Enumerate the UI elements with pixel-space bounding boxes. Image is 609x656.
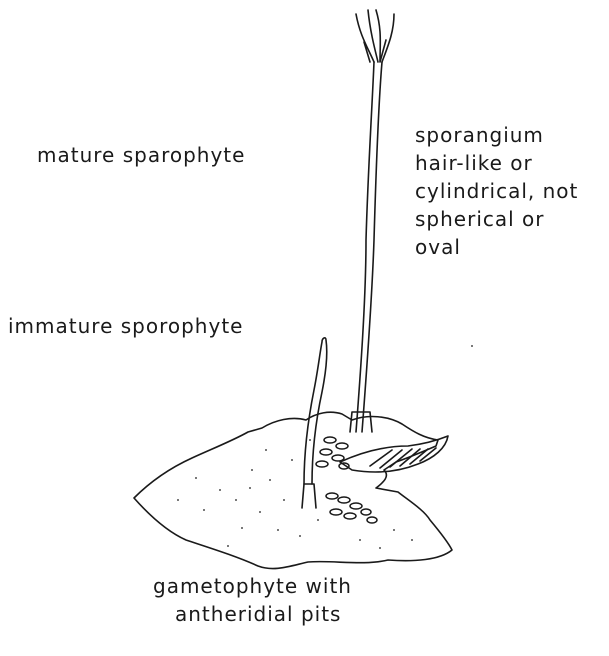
gametophyte-label-line: antheridial pits <box>153 600 352 628</box>
pit <box>326 493 338 499</box>
gametophyte-label-line: gametophyte with <box>153 572 352 600</box>
pit <box>367 517 377 523</box>
sporangium-label-line: sporangium <box>415 121 578 149</box>
sporangium-label-line: spherical or <box>415 205 578 233</box>
immature-sporophyte-stalk <box>304 338 327 484</box>
thallus-fold <box>340 436 448 472</box>
thallus-fold-hatching <box>370 448 436 468</box>
pit <box>324 437 336 443</box>
pit <box>338 497 350 503</box>
pit <box>330 509 342 515</box>
sporangium-label-line: oval <box>415 233 578 261</box>
capsule-valves <box>356 10 394 62</box>
mature-sporophyte-stalk <box>356 62 382 432</box>
mature-involucre <box>350 412 372 432</box>
pit <box>344 513 356 519</box>
mature-sporophyte-label: mature sparophyte <box>37 141 245 169</box>
immature-sporophyte-label: immature sporophyte <box>8 312 243 340</box>
gametophyte-label: gametophyte with antheridial pits <box>153 572 352 628</box>
sporangium-label: sporangium hair-like or cylindrical, not… <box>415 121 578 261</box>
sporangium-label-line: cylindrical, not <box>415 177 578 205</box>
pit <box>361 509 371 515</box>
pit <box>336 443 348 449</box>
pit <box>332 455 344 461</box>
pit <box>316 461 328 467</box>
immature-involucre <box>302 484 316 508</box>
pit <box>350 503 362 509</box>
pit <box>320 449 332 455</box>
sporangium-label-line: hair-like or <box>415 149 578 177</box>
antheridial-pits <box>316 437 377 523</box>
gametophyte-thallus <box>134 412 452 568</box>
